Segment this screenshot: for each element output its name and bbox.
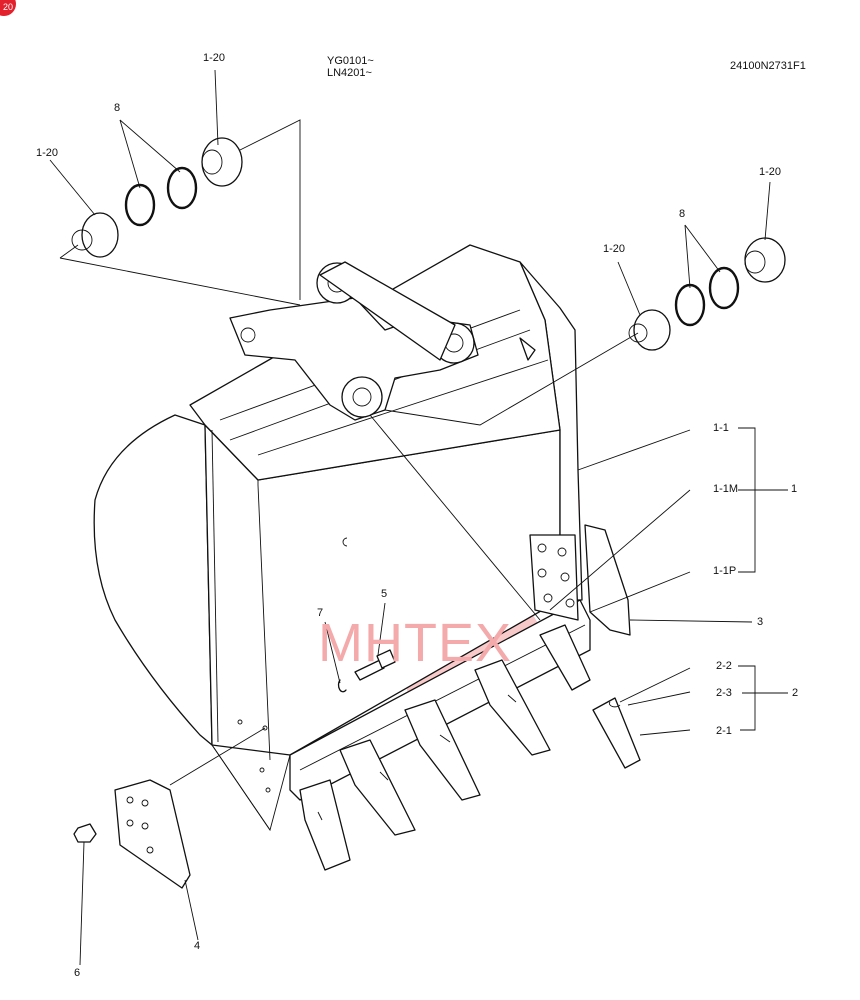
pin-top	[201, 137, 243, 187]
watermark-text: MHTEX	[318, 613, 512, 673]
callout-bolt: 5	[381, 588, 388, 600]
callout-pin-top: 1-20	[203, 52, 226, 64]
callout-side-cutter-right: 3	[757, 616, 764, 628]
side-cutter-right	[584, 524, 631, 636]
bucket-link-bracket	[229, 261, 536, 421]
callout-nut: 6	[74, 967, 81, 979]
seal-ring-left	[124, 166, 198, 227]
pin-right-lower	[628, 309, 671, 351]
pin-right-upper	[744, 237, 786, 283]
leader-lines	[49, 69, 788, 966]
callout-bucket-m: 1-1M	[713, 483, 739, 495]
bolt	[354, 649, 396, 681]
callout-tooth-lock: 2-3	[716, 687, 732, 699]
drawing-number: 24100N2731F1	[730, 60, 806, 72]
callout-seal-left: 8	[114, 102, 121, 114]
callout-seal-right: 8	[679, 208, 686, 220]
lock-washer	[337, 679, 347, 693]
callout-bucket-assy: 1	[791, 483, 798, 495]
callout-tooth-point: 2-1	[716, 725, 732, 737]
seal-ring-right	[674, 266, 740, 327]
callout-tooth-pin: 2-2	[716, 660, 732, 672]
callout-bucket-body: 1-1	[713, 422, 729, 434]
callout-tooth-assy: 2	[792, 687, 799, 699]
wear-plate-right	[529, 534, 579, 621]
callout-lock-washer: 7	[317, 607, 324, 619]
pin-upper-left	[59, 212, 119, 259]
side-cutter-left	[114, 779, 191, 889]
page-corner-badge: 20	[0, 0, 16, 16]
callout-side-cutter-left: 4	[194, 940, 201, 952]
callout-pin-right: 1-20	[759, 166, 782, 178]
callout-pin-right-top: 1-20	[603, 243, 626, 255]
serial-number-range: YG0101~ LN4201~	[327, 55, 374, 79]
bucket-tooth-assembly	[592, 697, 641, 769]
nut	[73, 823, 97, 843]
bucket-teeth	[299, 624, 591, 871]
callout-pin-left: 1-20	[36, 147, 59, 159]
callout-bucket-p: 1-1P	[713, 565, 737, 577]
